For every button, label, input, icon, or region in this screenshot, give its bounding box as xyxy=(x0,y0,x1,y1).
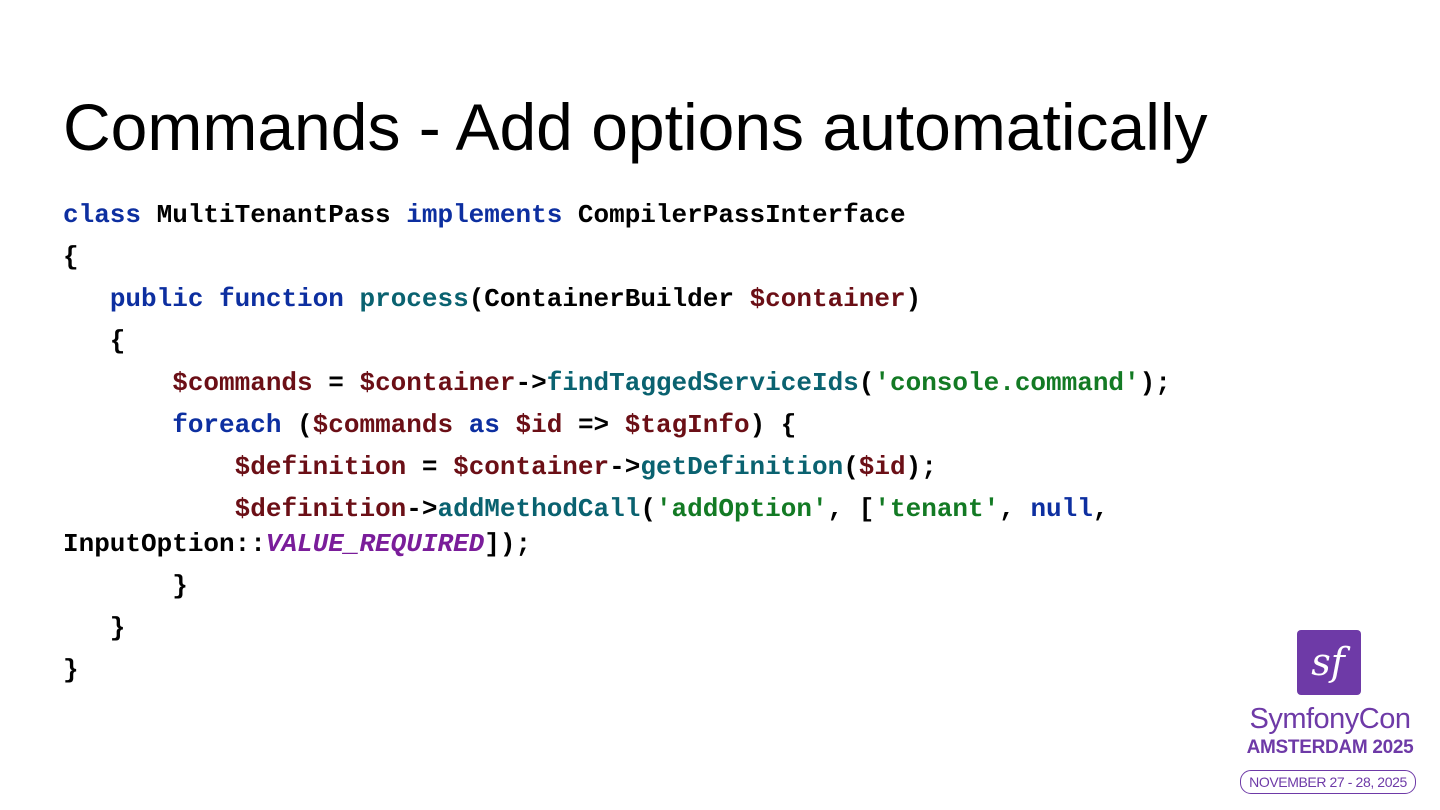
code-token-plain: InputOption:: xyxy=(63,529,266,559)
code-token-plain: CompilerPassInterface xyxy=(562,200,906,230)
code-token-plain: = xyxy=(406,452,454,482)
slide-title: Commands - Add options automatically xyxy=(63,90,1208,164)
code-line: } xyxy=(63,612,126,644)
code-token-variable: $commands xyxy=(172,368,313,398)
code-token-variable: $container xyxy=(359,368,516,398)
code-token-plain: MultiTenantPass xyxy=(141,200,407,230)
code-token-plain xyxy=(453,410,469,440)
code-token-variable: $id xyxy=(858,452,906,482)
code-token-plain: } xyxy=(63,655,79,685)
code-token-function: findTaggedServiceIds xyxy=(546,368,859,398)
code-token-function: process xyxy=(359,284,469,314)
code-token-keyword: public xyxy=(109,284,204,314)
code-token-variable: $id xyxy=(515,410,563,440)
code-token-plain xyxy=(63,452,235,482)
code-token-variable: $container xyxy=(749,284,906,314)
code-block: class MultiTenantPass implements Compile… xyxy=(63,0,1403,700)
code-token-plain xyxy=(500,410,516,440)
code-token-plain: = xyxy=(312,368,360,398)
code-token-plain: ); xyxy=(1139,368,1171,398)
code-token-string: 'console.command' xyxy=(874,368,1140,398)
code-token-string: 'addOption' xyxy=(655,494,828,524)
code-token-plain: ( xyxy=(640,494,656,524)
code-line: } xyxy=(63,570,188,602)
code-token-plain: ( xyxy=(843,452,859,482)
code-token-plain: , xyxy=(1092,494,1109,524)
code-token-plain: { xyxy=(63,326,126,356)
code-token-function: addMethodCall xyxy=(437,494,641,524)
code-token-keyword: class xyxy=(63,200,142,230)
code-token-variable: $tagInfo xyxy=(624,410,750,440)
code-token-plain xyxy=(63,368,172,398)
code-line: { xyxy=(63,241,79,273)
code-token-plain: -> xyxy=(515,368,547,398)
code-line: $definition->addMethodCall('addOption', … xyxy=(63,493,1109,525)
code-token-keyword: implements xyxy=(406,200,563,230)
code-token-variable: $container xyxy=(453,452,610,482)
code-token-plain: ); xyxy=(905,452,937,482)
code-token-plain: , xyxy=(999,494,1031,524)
code-token-plain: } xyxy=(63,571,188,601)
code-token-function: getDefinition xyxy=(640,452,844,482)
code-token-plain: ) { xyxy=(749,410,797,440)
code-line: $definition = $container->getDefinition(… xyxy=(63,451,937,483)
code-token-keyword: null xyxy=(1030,494,1093,524)
code-token-keyword: foreach xyxy=(172,410,282,440)
code-token-plain xyxy=(344,284,360,314)
logo-name: SymfonyCon xyxy=(1249,703,1411,735)
code-token-plain: => xyxy=(562,410,625,440)
symfony-sf-monogram-icon: sf xyxy=(1297,630,1361,695)
code-token-plain: ( xyxy=(281,410,313,440)
code-token-plain: ( xyxy=(858,368,875,398)
code-token-plain xyxy=(63,410,172,440)
code-token-plain: , [ xyxy=(827,494,875,524)
code-line: { xyxy=(63,325,126,357)
code-token-variable: $commands xyxy=(312,410,454,440)
sf-monogram-text: sf xyxy=(1311,640,1351,684)
logo-dates: NOVEMBER 27 - 28, 2025 xyxy=(1240,770,1416,794)
code-line: } xyxy=(63,654,79,686)
code-line: foreach ($commands as $id => $tagInfo) { xyxy=(63,409,796,441)
code-token-plain xyxy=(63,284,110,314)
code-token-keyword: function xyxy=(219,284,344,314)
code-token-plain xyxy=(203,284,219,314)
logo-city: AMSTERDAM 2025 xyxy=(1246,737,1414,758)
code-token-plain xyxy=(63,494,235,524)
code-line: public function process(ContainerBuilder… xyxy=(63,283,921,315)
code-token-plain: } xyxy=(63,613,126,643)
code-token-plain: -> xyxy=(406,494,438,524)
code-token-variable: $definition xyxy=(234,494,407,524)
code-token-keyword: as xyxy=(468,410,500,440)
code-token-plain: (ContainerBuilder xyxy=(468,284,750,314)
code-token-variable: $definition xyxy=(234,452,407,482)
code-token-string: 'tenant' xyxy=(874,494,1000,524)
code-token-plain: -> xyxy=(609,452,641,482)
code-token-plain: { xyxy=(63,242,79,272)
code-line: InputOption::VALUE_REQUIRED]); xyxy=(63,528,531,560)
code-line: $commands = $container->findTaggedServic… xyxy=(63,367,1171,399)
sf-monogram-glyph: sf xyxy=(1311,640,1351,684)
code-token-plain: ]); xyxy=(484,529,532,559)
symfonycon-logo: sf SymfonyCon AMSTERDAM 2025 NOVEMBER 27… xyxy=(1238,630,1422,798)
code-line: class MultiTenantPass implements Compile… xyxy=(63,199,906,231)
code-token-constant: VALUE_REQUIRED xyxy=(265,529,485,559)
code-token-plain: ) xyxy=(905,284,922,314)
